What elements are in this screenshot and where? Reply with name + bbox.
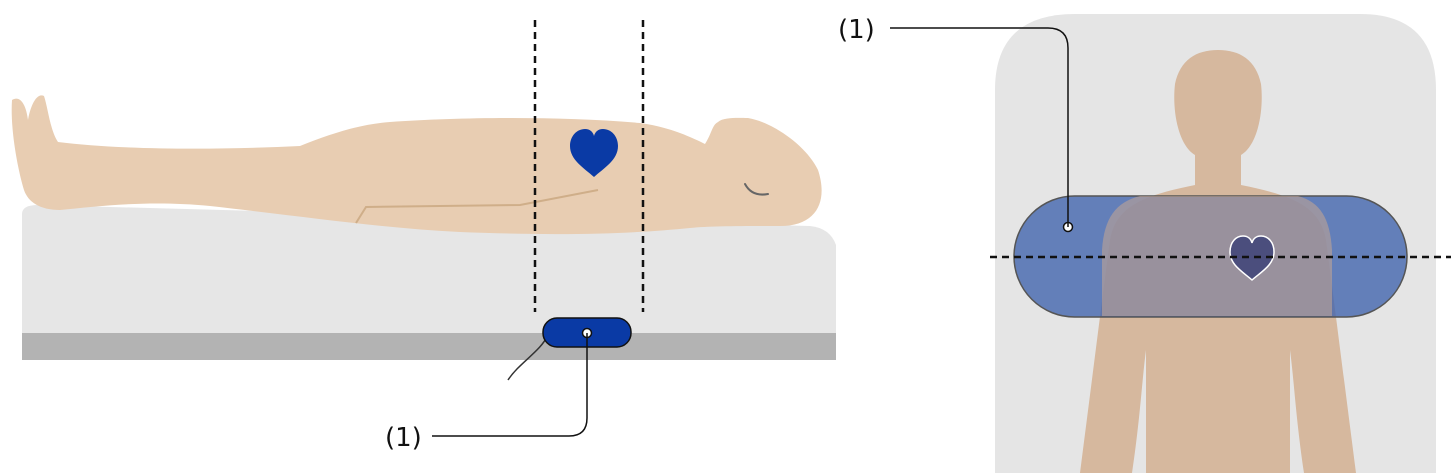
heart-icon: [1229, 235, 1275, 282]
mattress: [22, 205, 836, 334]
heart-icon: [570, 129, 618, 177]
front-view: (1): [838, 14, 1451, 473]
callout-leader-side: [432, 333, 588, 437]
callout-label-front: (1): [838, 15, 875, 45]
torso-overlay: [1102, 196, 1332, 316]
arm-contour-line: [355, 189, 599, 224]
callout-label-side: (1): [385, 423, 422, 453]
side-view: (1): [11, 20, 836, 453]
patient-body-side: [11, 95, 822, 235]
bed-base: [22, 333, 836, 360]
callout-leader-front: [890, 27, 1069, 227]
patient-ear: [744, 183, 769, 196]
